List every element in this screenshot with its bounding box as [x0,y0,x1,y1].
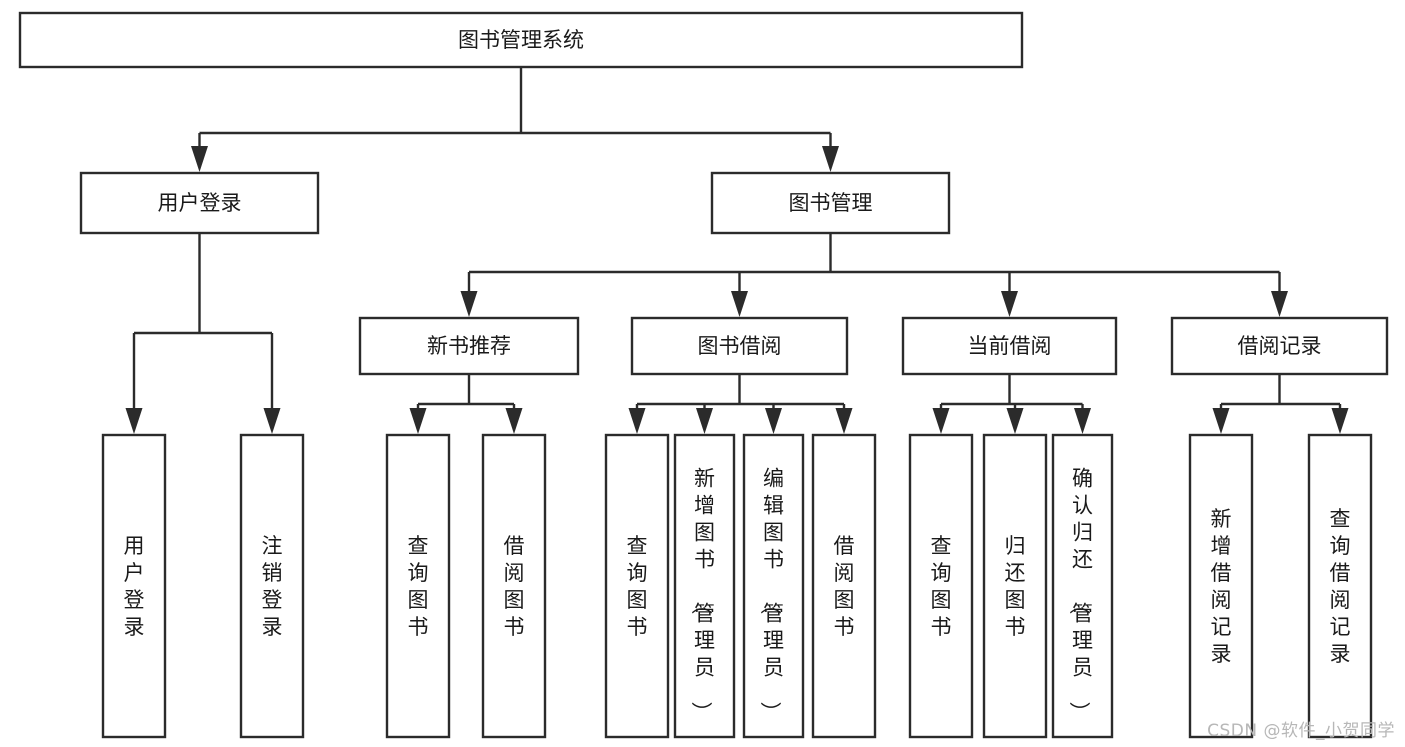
node-leaf-user-logout[interactable]: 注销登录 [239,433,305,739]
node-box-leaf-user-login[interactable] [101,433,167,739]
arrow-head-leaf-edit-book-admin [765,408,782,434]
nodes-layer: 图书管理系统用户登录图书管理新书推荐图书借阅当前借阅借阅记录用户登录注销登录查询… [18,11,1389,739]
node-box-leaf-user-logout[interactable] [239,433,305,739]
node-leaf-add-book-admin[interactable]: 新增图书（管理员） [673,433,736,739]
node-label-book-manage: 图书管理 [789,191,873,215]
node-label-leaf-add-borrow-record: 新增借阅记录 [1211,507,1232,666]
node-box-book-manage[interactable] [710,171,951,235]
arrow-head-current-borrow [1001,291,1018,317]
node-new-book-rec[interactable]: 新书推荐 [358,316,580,376]
node-box-book-borrow[interactable] [630,316,849,376]
node-box-leaf-query-book-2[interactable] [604,433,670,739]
node-leaf-query-book-3[interactable]: 查询图书 [908,433,974,739]
node-current-borrow[interactable]: 当前借阅 [901,316,1118,376]
node-box-leaf-query-book-1[interactable] [385,433,451,739]
node-label-leaf-return-book: 归还图书 [1005,534,1026,639]
node-label-leaf-user-logout: 注销登录 [262,534,283,639]
arrow-head-leaf-borrow-book-1 [505,408,523,434]
node-label-leaf-query-borrow-record: 查询借阅记录 [1330,507,1351,666]
arrow-head-user-login [191,146,208,172]
node-label-root: 图书管理系统 [458,28,584,52]
node-box-user-login[interactable] [79,171,320,235]
node-label-leaf-confirm-return-admin: 确认归还（管理员） [1067,467,1093,723]
arrow-head-leaf-user-login [125,408,143,434]
node-box-current-borrow[interactable] [901,316,1118,376]
node-leaf-query-book-2[interactable]: 查询图书 [604,433,670,739]
node-book-manage[interactable]: 图书管理 [710,171,951,235]
node-leaf-query-borrow-record[interactable]: 查询借阅记录 [1307,433,1373,739]
node-leaf-confirm-return-admin[interactable]: 确认归还（管理员） [1051,433,1114,739]
node-box-root[interactable] [18,11,1024,69]
node-leaf-edit-book-admin[interactable]: 编辑图书（管理员） [742,433,805,739]
node-box-leaf-query-borrow-record[interactable] [1307,433,1373,739]
node-label-leaf-query-book-2: 查询图书 [627,534,648,639]
node-label-new-book-rec: 新书推荐 [427,334,511,358]
node-box-leaf-confirm-return-admin[interactable] [1051,433,1114,739]
node-box-leaf-add-book-admin[interactable] [673,433,736,739]
node-box-leaf-borrow-book-1[interactable] [481,433,547,739]
node-book-borrow[interactable]: 图书借阅 [630,316,849,376]
arrow-head-new-book-rec [460,291,478,317]
node-box-leaf-edit-book-admin[interactable] [742,433,805,739]
node-label-leaf-edit-book-admin: 编辑图书（管理员） [758,467,784,723]
node-label-borrow-record: 借阅记录 [1238,334,1322,358]
arrow-head-borrow-record [1271,291,1288,317]
node-box-leaf-borrow-book-2[interactable] [811,433,877,739]
watermark-label: CSDN @软件_小贺同学 [1207,721,1395,741]
node-label-leaf-user-login: 用户登录 [124,534,145,639]
node-leaf-borrow-book-2[interactable]: 借阅图书 [811,433,877,739]
node-leaf-return-book[interactable]: 归还图书 [982,433,1048,739]
node-borrow-record[interactable]: 借阅记录 [1170,316,1389,376]
arrow-head-leaf-confirm-return-admin [1074,408,1091,434]
node-leaf-add-borrow-record[interactable]: 新增借阅记录 [1188,433,1254,739]
node-leaf-borrow-book-1[interactable]: 借阅图书 [481,433,547,739]
node-box-borrow-record[interactable] [1170,316,1389,376]
node-label-book-borrow: 图书借阅 [698,334,782,358]
arrow-head-leaf-borrow-book-2 [835,408,853,434]
arrow-head-leaf-query-book-2 [628,408,646,434]
node-label-leaf-borrow-book-1: 借阅图书 [504,534,525,639]
connectors-layer [125,67,1349,434]
node-label-leaf-add-book-admin: 新增图书（管理员） [689,467,715,723]
node-leaf-user-login[interactable]: 用户登录 [101,433,167,739]
node-leaf-query-book-1[interactable]: 查询图书 [385,433,451,739]
node-root[interactable]: 图书管理系统 [18,11,1024,69]
arrow-head-leaf-query-borrow-record [1331,408,1349,434]
arrow-head-leaf-user-logout [263,408,281,434]
arrow-head-leaf-query-book-3 [932,408,950,434]
node-box-leaf-return-book[interactable] [982,433,1048,739]
node-box-leaf-add-borrow-record[interactable] [1188,433,1254,739]
arrow-head-leaf-add-book-admin [696,408,713,434]
arrow-head-leaf-add-borrow-record [1212,408,1230,434]
arrow-head-leaf-return-book [1006,408,1024,434]
node-label-leaf-query-book-3: 查询图书 [931,534,952,639]
node-user-login[interactable]: 用户登录 [79,171,320,235]
node-label-leaf-query-book-1: 查询图书 [408,534,429,639]
node-label-leaf-borrow-book-2: 借阅图书 [834,534,855,639]
node-label-current-borrow: 当前借阅 [968,334,1052,358]
node-label-user-login: 用户登录 [158,191,242,215]
node-box-new-book-rec[interactable] [358,316,580,376]
arrow-head-leaf-query-book-1 [409,408,427,434]
arrow-head-book-manage [822,146,839,172]
arrow-head-book-borrow [731,291,748,317]
node-box-leaf-query-book-3[interactable] [908,433,974,739]
